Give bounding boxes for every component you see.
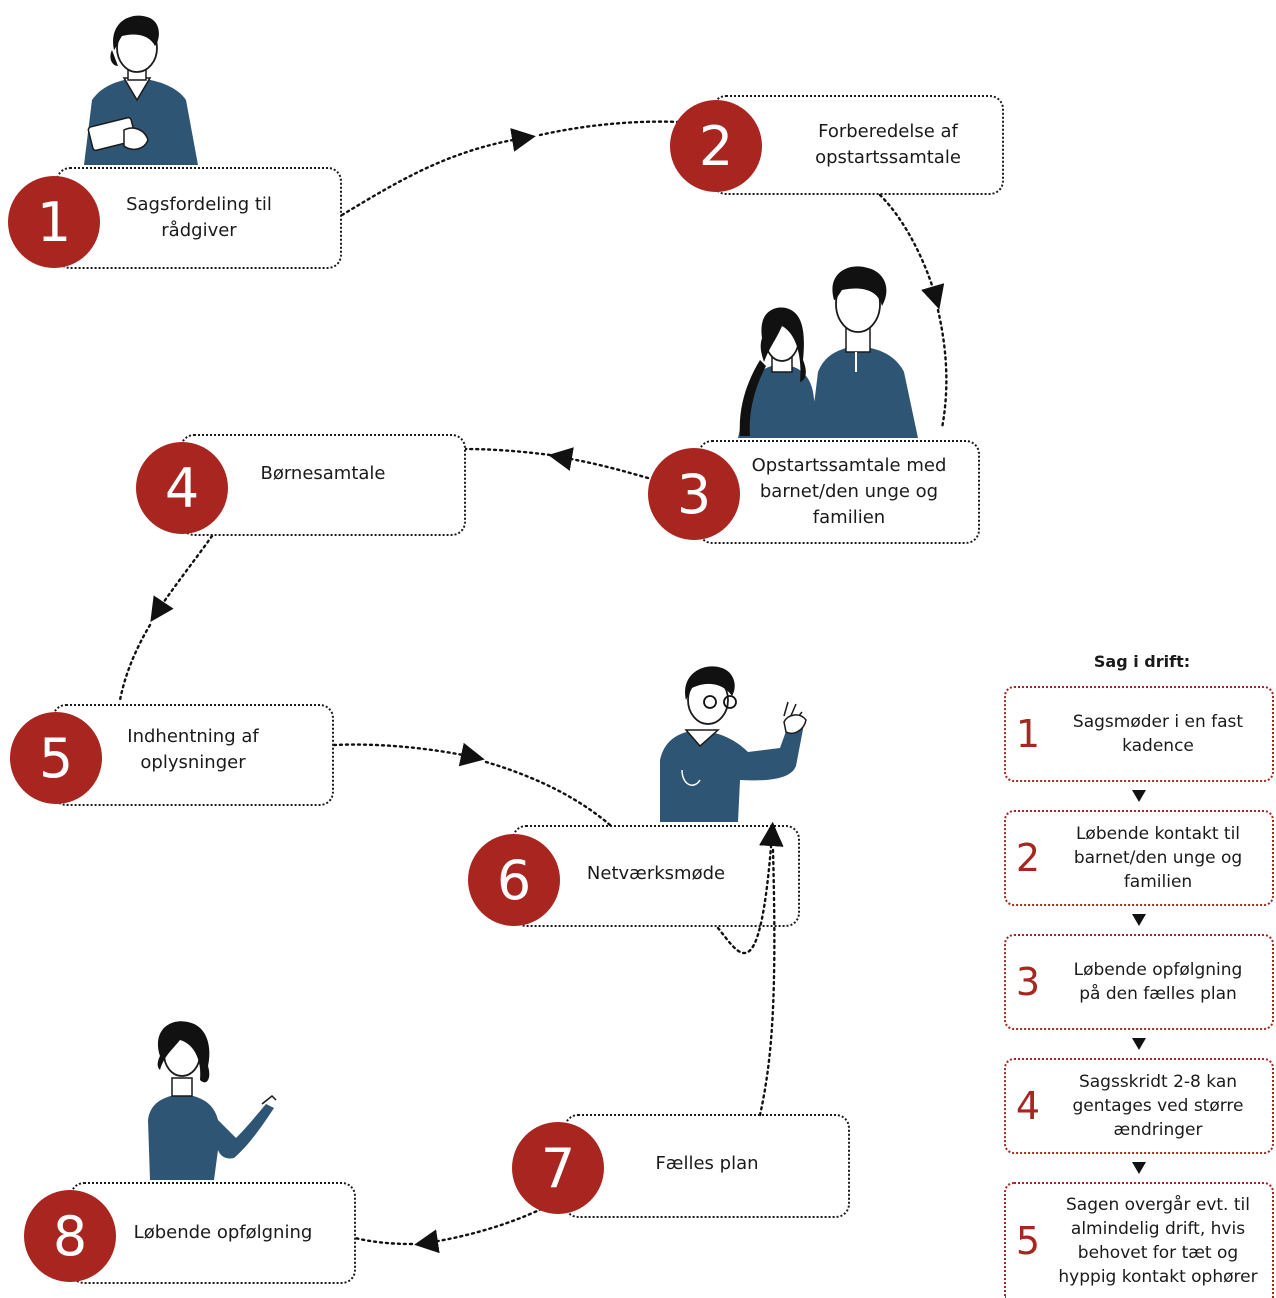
sidebar-arrow-2: [1132, 914, 1146, 926]
step-2-line-1: Forberedelse af: [818, 121, 958, 142]
step-5-line-1: Indhentning af: [127, 726, 259, 747]
step-2-label: Forberedelse af opstartssamtale: [755, 119, 961, 171]
step-6-line-1: Netværksmøde: [586, 863, 726, 884]
sidebar-item-2-number: 2: [1015, 836, 1041, 880]
sidebar-item-2-line-2: barnet/den unge og: [1073, 848, 1243, 868]
family-figures: [738, 266, 918, 438]
step-6-number: 6: [468, 834, 560, 926]
sidebar-item-3-number: 3: [1015, 960, 1041, 1004]
connector-5-to-6-tail: [484, 760, 612, 827]
sidebar-item-2: 2 Løbende kontakt til barnet/den unge og…: [1004, 810, 1274, 906]
connector-7-to-8-tail: [353, 1236, 414, 1246]
step-7-number: 7: [512, 1122, 604, 1214]
step-6-label: Netværksmøde: [587, 861, 725, 887]
sidebar-item-4-text: Sagsskridt 2-8 kan gentages ved større æ…: [1050, 1070, 1272, 1142]
connector-7-to-8: [414, 1186, 580, 1254]
sidebar-item-1-text: Sagsmøder i en fast kadence: [1050, 710, 1272, 758]
step-8-line-1: Løbende opfølgning: [133, 1222, 313, 1243]
sidebar-item-5-line-1: Sagen overgår evt. til: [1066, 1195, 1250, 1215]
step-4-line-1: Børnesamtale: [260, 463, 386, 484]
sidebar-arrow-3: [1132, 1038, 1146, 1050]
step-3-line-3: familien: [812, 507, 886, 528]
step-4-label: Børnesamtale: [260, 461, 385, 487]
sidebar-item-5-line-2: almindelig drift, hvis: [1070, 1219, 1246, 1239]
connector-2-to-3: [878, 193, 945, 310]
step-1-line-2: rådgiver: [161, 220, 237, 241]
step-1-label: Sagsfordeling til rådgiver: [126, 192, 272, 244]
step-3-number: 3: [648, 448, 740, 540]
step-2-number: 2: [670, 100, 762, 192]
sidebar-item-4: 4 Sagsskridt 2-8 kan gentages ved større…: [1004, 1058, 1274, 1154]
sidebar-item-2-line-3: familien: [1123, 872, 1193, 892]
step-box-2: Forberedelse af opstartssamtale: [712, 95, 1004, 195]
step-box-1: Sagsfordeling til rådgiver: [56, 167, 342, 269]
step-3-label: Opstartssamtale med barnet/den unge og f…: [732, 453, 947, 531]
step-5-number: 5: [10, 712, 102, 804]
sidebar-item-1: 1 Sagsmøder i en fast kadence: [1004, 686, 1274, 782]
connector-2-to-3-tail: [936, 308, 948, 430]
step-box-3: Opstartssamtale med barnet/den unge og f…: [698, 440, 980, 544]
network-figure: [660, 666, 807, 822]
followup-figure: [148, 1021, 277, 1180]
sidebar-item-4-number: 4: [1015, 1084, 1041, 1128]
sidebar-item-4-line-1: Sagsskridt 2-8 kan: [1078, 1072, 1238, 1092]
connector-4-to-5: [150, 534, 214, 622]
connector-3-to-4: [548, 447, 650, 480]
step-3-line-2: barnet/den unge og: [759, 481, 939, 502]
sidebar-item-4-line-2: gentages ved større: [1072, 1096, 1244, 1116]
connector-3-to-4-tail: [464, 447, 552, 457]
connector-1-to-2: [340, 128, 536, 217]
sidebar-arrow-4: [1132, 1162, 1146, 1174]
sidebar-item-3: 3 Løbende opfølgning på den fælles plan: [1004, 934, 1274, 1030]
step-5-label: Indhentning af oplysninger: [127, 724, 258, 776]
sidebar-item-1-line-1: Sagsmøder i en fast: [1072, 712, 1244, 732]
sidebar-item-5: 5 Sagen overgår evt. til almindelig drif…: [1004, 1182, 1274, 1298]
sidebar-item-2-line-1: Løbende kontakt til: [1075, 824, 1241, 844]
connector-6-to-7-lower: [758, 848, 776, 1117]
sidebar-item-3-line-1: Løbende opfølgning: [1073, 960, 1243, 980]
step-7-label: Fælles plan: [655, 1151, 758, 1177]
sidebar-arrow-1: [1132, 790, 1146, 802]
connector-6-to-7-arrowpath: [716, 822, 784, 955]
connector-5-to-6: [332, 742, 485, 767]
step-5-line-2: oplysninger: [140, 752, 246, 773]
sidebar-item-5-text: Sagen overgår evt. til almindelig drift,…: [1050, 1193, 1272, 1289]
sidebar-item-1-line-2: kadence: [1122, 736, 1194, 756]
sidebar-item-3-text: Løbende opfølgning på den fælles plan: [1050, 958, 1272, 1006]
advisor-figure: [84, 15, 198, 165]
step-8-number: 8: [24, 1190, 116, 1282]
step-1-line-1: Sagsfordeling til: [126, 194, 272, 215]
sidebar-item-3-line-2: på den fælles plan: [1079, 984, 1237, 1004]
connector-4-to-5-tail: [118, 623, 152, 702]
sidebar-item-2-text: Løbende kontakt til barnet/den unge og f…: [1050, 822, 1272, 894]
step-box-7: Fælles plan: [564, 1114, 850, 1218]
sidebar-item-4-line-3: ændringer: [1113, 1120, 1203, 1140]
sidebar-title: Sag i drift:: [1093, 652, 1191, 671]
sidebar-item-1-number: 1: [1015, 712, 1041, 756]
connector-2-tail: [538, 120, 682, 137]
sidebar-item-5-line-4: hyppig kontakt ophører: [1058, 1267, 1258, 1287]
step-4-number: 4: [136, 442, 228, 534]
step-2-line-2: opstartssamtale: [815, 147, 961, 168]
step-8-label: Løbende opfølgning: [114, 1220, 313, 1246]
step-7-line-1: Fælles plan: [655, 1153, 759, 1174]
step-3-line-1: Opstartssamtale med: [751, 455, 947, 476]
sidebar-item-5-number: 5: [1015, 1219, 1041, 1263]
step-1-number: 1: [8, 176, 100, 268]
sidebar-item-5-line-3: behovet for tæt og: [1077, 1243, 1239, 1263]
